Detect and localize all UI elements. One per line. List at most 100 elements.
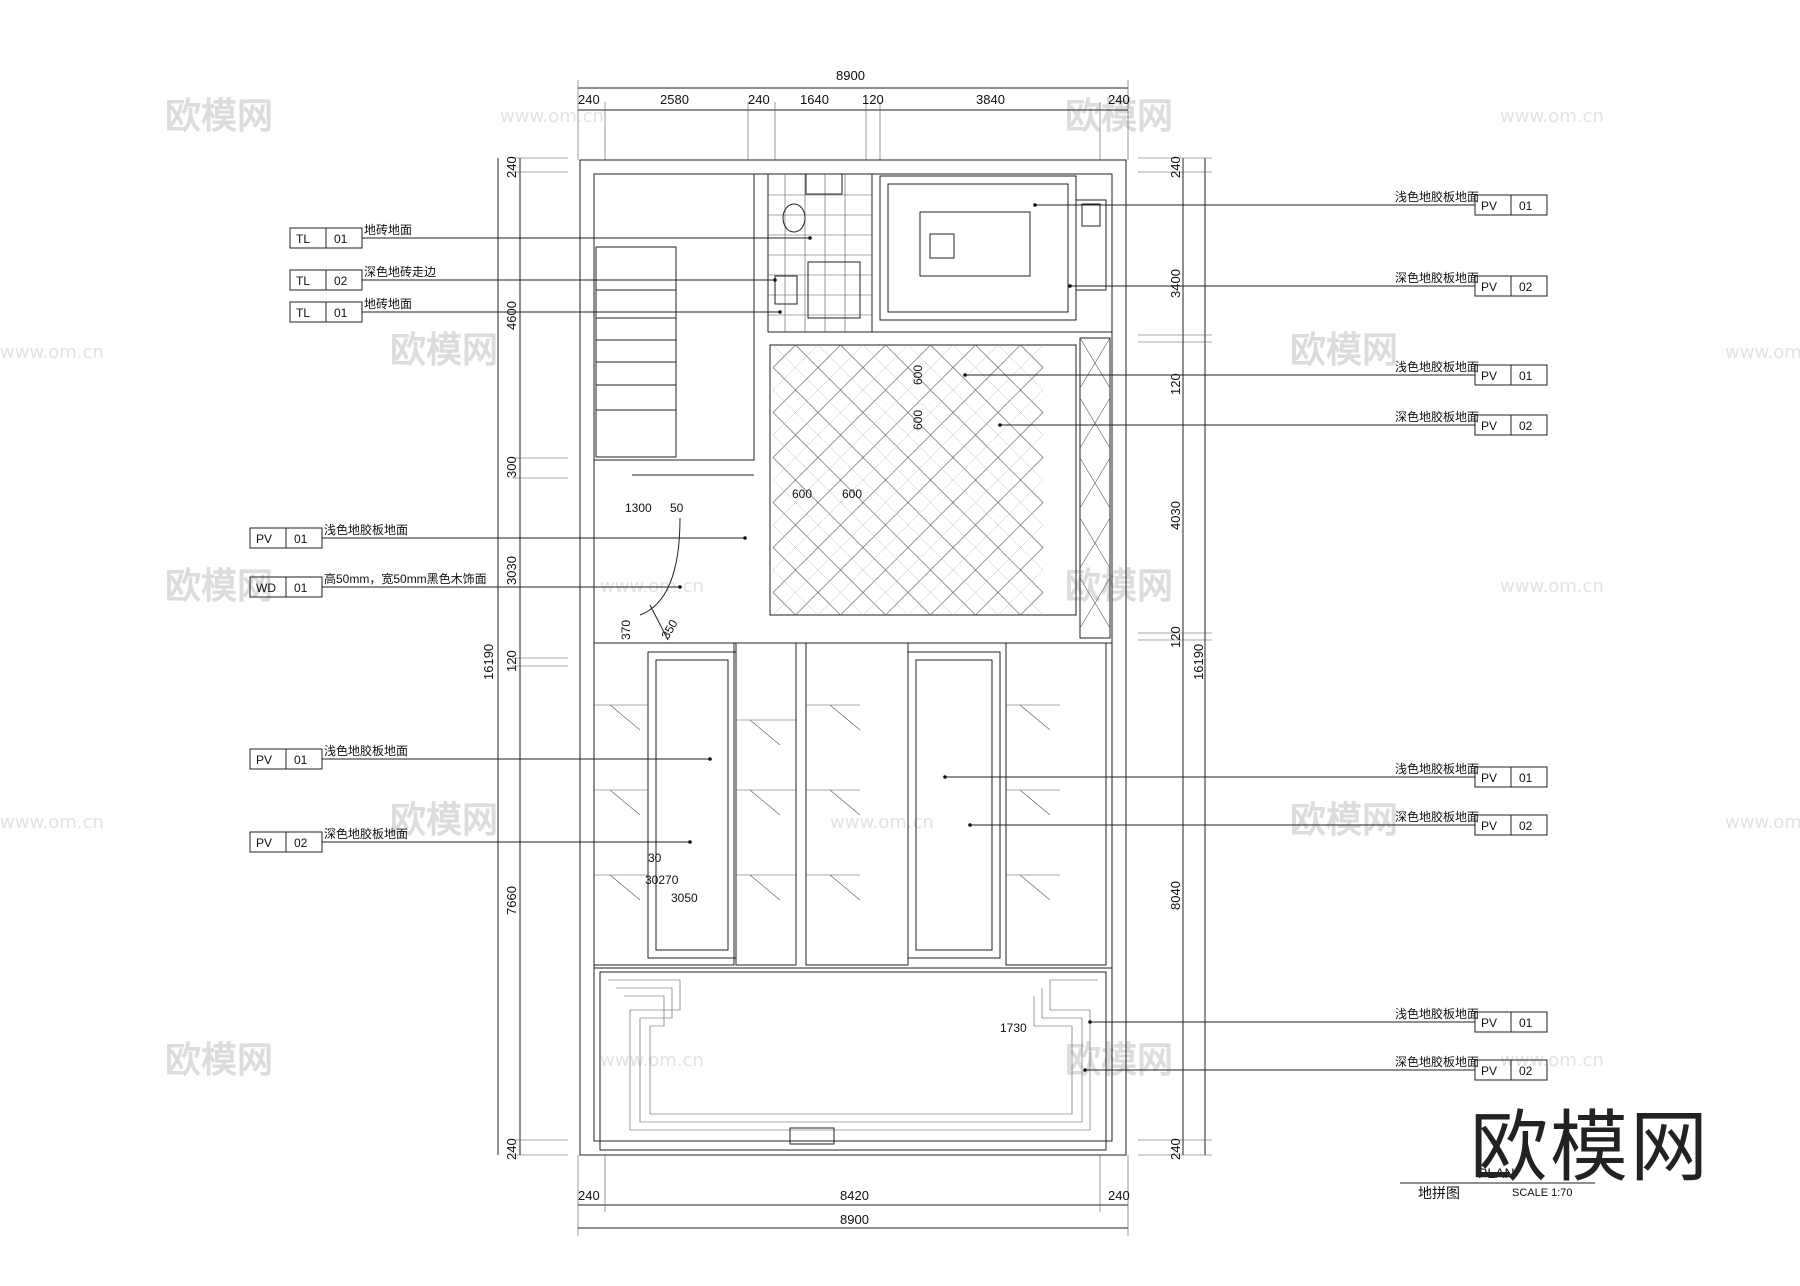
dim-overall-left: 16190 — [481, 644, 496, 680]
dim-seg: 240 — [1168, 1138, 1183, 1160]
dim-seg: 240 — [504, 1138, 519, 1160]
dim-overall-right: 16190 — [1191, 644, 1206, 680]
title-name: 地拼图 — [1418, 1185, 1460, 1201]
dim-seg: 3400 — [1168, 269, 1183, 298]
diamond-tile — [772, 569, 819, 616]
callout-number: 01 — [1519, 369, 1533, 383]
callout-text: 地砖地面 — [364, 296, 412, 311]
inner-dim: 600 — [911, 365, 925, 385]
dim-seg: 3840 — [976, 92, 1005, 107]
watermark-url: www.om.cn — [1725, 812, 1800, 833]
watermark-logo: 欧模网 — [1290, 330, 1398, 371]
callout-code: PV — [256, 532, 272, 546]
diamond-tile — [817, 569, 864, 616]
callout-number: 02 — [1519, 280, 1533, 294]
callout-number: 01 — [334, 306, 348, 320]
watermark-logo: 欧模网 — [165, 96, 273, 137]
callout-text: 地砖地面 — [364, 222, 412, 237]
dim-seg: 8040 — [1168, 881, 1183, 910]
callout-number: 01 — [294, 532, 308, 546]
watermark-layer: 欧模网 www.om.cn 欧模网 www.om.cn www.om.cn 欧模… — [0, 96, 1800, 1081]
callout-text: 浅色地胶板地面 — [1395, 761, 1479, 776]
watermark-url: www.om.cn — [1500, 1050, 1604, 1071]
material-callout: PV 01 浅色地胶板地面 — [963, 359, 1548, 386]
watermark-logo: 欧模网 — [165, 566, 273, 607]
diamond-tile — [997, 569, 1044, 616]
inner-dim: 1300 — [625, 501, 652, 515]
callout-text: 深色地胶板地面 — [1395, 809, 1479, 824]
watermark-url: www.om.cn — [1500, 106, 1604, 127]
callout-text: 浅色地胶板地面 — [1395, 189, 1479, 204]
callout-code: PV — [1481, 419, 1497, 433]
material-callout: PV 02 深色地胶板地面 — [968, 809, 1548, 836]
dim-seg: 7660 — [504, 886, 519, 915]
inner-dim: 600 — [842, 487, 862, 501]
callout-code: PV — [1481, 1016, 1497, 1030]
material-callout: PV 02 深色地胶板地面 — [1068, 270, 1548, 297]
watermark-logo: 欧模网 — [390, 330, 498, 371]
callout-number: 01 — [1519, 199, 1533, 213]
callout-text: 浅色地胶板地面 — [1395, 1006, 1479, 1021]
watermark-url: www.om.cn — [600, 1050, 704, 1071]
callout-number: 02 — [1519, 819, 1533, 833]
dim-seg: 300 — [504, 456, 519, 478]
dim-overall-bottom: 8900 — [840, 1212, 869, 1227]
watermark-logo: 欧模网 — [1065, 566, 1173, 607]
callout-code: PV — [1481, 771, 1497, 785]
callout-code: PV — [1481, 280, 1497, 294]
callout-number: 01 — [1519, 771, 1533, 785]
callout-text: 高50mm，宽50mm黑色木饰面 — [324, 571, 487, 586]
inner-dim: 600 — [911, 410, 925, 430]
callout-number: 02 — [294, 836, 308, 850]
dim-seg: 120 — [1168, 626, 1183, 648]
watermark-url: www.om.cn — [500, 106, 604, 127]
callout-code: TL — [296, 232, 310, 246]
dim-seg: 120 — [504, 650, 519, 672]
dim-seg: 120 — [1168, 373, 1183, 395]
callout-code: TL — [296, 274, 310, 288]
inner-dim: 30270 — [645, 873, 679, 887]
material-callout: PV 01 浅色地胶板地面 — [943, 761, 1548, 788]
watermark-url: www.om.cn — [1725, 342, 1800, 363]
callout-code: PV — [1481, 369, 1497, 383]
callout-code: WD — [256, 581, 276, 595]
inner-dim: 370 — [619, 620, 633, 640]
inner-dim: 600 — [792, 487, 812, 501]
building-walls — [579, 159, 1127, 1156]
watermark-url: www.om.cn — [0, 342, 104, 363]
dim-seg: 240 — [748, 92, 770, 107]
inner-dimensions: 600 600 600 600 1300 50 1730 370 350 30 … — [619, 365, 1027, 1035]
callout-text: 深色地胶板地面 — [1395, 270, 1479, 285]
callout-number: 01 — [294, 753, 308, 767]
inner-dim: 350 — [658, 617, 680, 642]
diamond-tile — [907, 569, 954, 616]
bottom-dimension-chain: 240 8420 240 8900 — [577, 1155, 1130, 1236]
callout-code: PV — [256, 836, 272, 850]
dim-seg: 1640 — [800, 92, 829, 107]
watermark-logo: 欧模网 — [1065, 1040, 1173, 1081]
diamond-tile — [862, 569, 909, 616]
dim-seg: 240 — [1168, 156, 1183, 178]
callout-code: PV — [1481, 819, 1497, 833]
title-plan-label: PLAN — [1478, 1165, 1515, 1181]
dim-seg: 4600 — [504, 301, 519, 330]
callout-number: 02 — [1519, 1064, 1533, 1078]
dim-seg: 2580 — [660, 92, 689, 107]
top-dimension-chain: 8900 240 2580 240 1640 120 3840 240 — [577, 68, 1130, 160]
right-dimension-chain: 16190 240 3400 120 4030 120 8040 240 — [1138, 156, 1212, 1160]
watermark-url: www.om.cn — [830, 812, 934, 833]
dim-seg: 240 — [1108, 92, 1130, 107]
callout-text: 浅色地胶板地面 — [1395, 359, 1479, 374]
callout-code: TL — [296, 306, 310, 320]
diamond-tile — [952, 569, 999, 616]
callout-number: 02 — [1519, 419, 1533, 433]
callout-number: 02 — [334, 274, 348, 288]
